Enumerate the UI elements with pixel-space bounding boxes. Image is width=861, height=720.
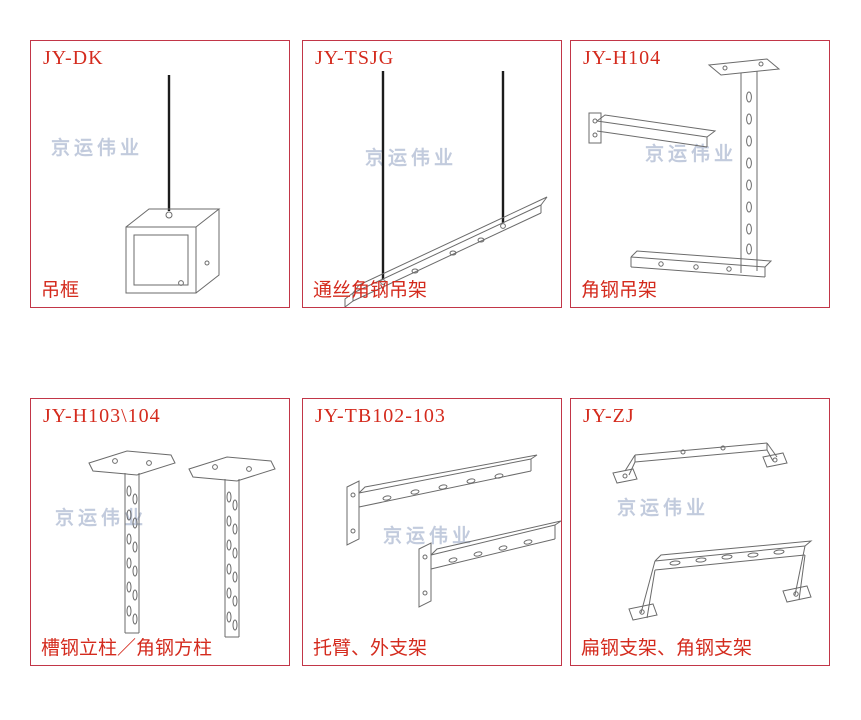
product-name: 吊框 <box>41 280 80 301</box>
product-panel-jy-tb102-103: 京运伟业 JY-TB102-103 托臂、外支架 <box>302 398 562 666</box>
product-panel-jy-tsjg: 京运伟业 JY-TSJG 通丝角钢吊架 <box>302 40 562 308</box>
product-name: 通丝角钢吊架 <box>313 280 428 301</box>
product-name: 托臂、外支架 <box>313 638 428 659</box>
product-panel-jy-zj: 京运伟业 JY-ZJ 扁钢支架、角钢支架 <box>570 398 830 666</box>
channel-steel-column-drawing-icon <box>88 450 276 638</box>
product-code: JY-ZJ <box>583 405 635 427</box>
product-code: JY-H104 <box>583 47 662 69</box>
product-code: JY-TB102-103 <box>315 405 446 427</box>
hanging-frame-drawing-icon <box>125 75 221 294</box>
angle-steel-hanger-drawing-icon <box>588 58 781 278</box>
product-panel-jy-h104: 京运伟业 JY-H104 角钢吊架 <box>570 40 830 308</box>
product-code: JY-DK <box>43 47 104 69</box>
product-panel-jy-h103-104: 京运伟业 JY-H103\104 槽钢立柱／角钢方柱 <box>30 398 290 666</box>
product-name: 槽钢立柱／角钢方柱 <box>41 638 213 659</box>
product-code: JY-H103\104 <box>43 405 161 427</box>
flat-steel-bracket-drawing-icon <box>612 442 813 621</box>
cantilever-arm-drawing-icon <box>346 454 561 608</box>
threaded-rod-hanger-drawing-icon <box>344 71 548 307</box>
product-name: 扁钢支架、角钢支架 <box>581 638 753 659</box>
product-name: 角钢吊架 <box>581 280 658 301</box>
product-panel-jy-dk: 京运伟业 JY-DK 吊框 <box>30 40 290 308</box>
product-code: JY-TSJG <box>315 47 395 69</box>
